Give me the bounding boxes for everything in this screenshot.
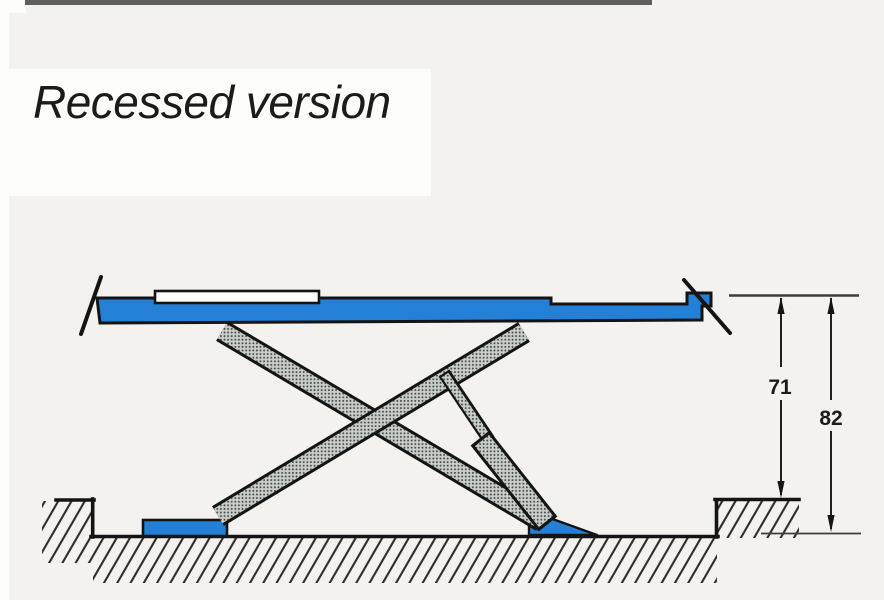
right-break-mark	[682, 278, 732, 335]
ground-section	[42, 497, 801, 583]
lift-platform	[95, 289, 713, 325]
cylinder-barrel	[474, 434, 554, 528]
dimension-82: 82	[819, 297, 843, 532]
platform-recess-slot	[153, 289, 321, 305]
dim-71-arrowhead-up	[777, 297, 785, 314]
dim-82-label: 82	[819, 407, 842, 430]
break-marks	[79, 275, 732, 336]
dim-71-arrowhead-down	[777, 481, 785, 498]
right-ground-hatch	[718, 500, 799, 538]
base-plate	[141, 518, 229, 538]
scissor-mechanism	[212, 321, 558, 532]
dim-82-arrowhead-up	[827, 297, 835, 314]
cylinder-rod	[441, 372, 492, 442]
page-title: Recessed version	[33, 76, 391, 128]
title-panel	[9, 69, 431, 196]
pit-floor-hatch	[93, 537, 717, 583]
left-break-mark	[79, 275, 103, 336]
dim-82-arrowhead-down	[827, 515, 835, 532]
dim-71-label: 71	[768, 376, 792, 399]
dimension-annotations: 71 82	[729, 294, 861, 535]
page-margin-strip	[0, 0, 9, 600]
scan-edge-artifact	[25, 0, 652, 5]
page-corner-white	[0, 0, 26, 13]
left-ground-hatch	[42, 501, 93, 563]
scissor-arm-b	[213, 324, 529, 524]
dimension-71: 71	[768, 297, 792, 498]
